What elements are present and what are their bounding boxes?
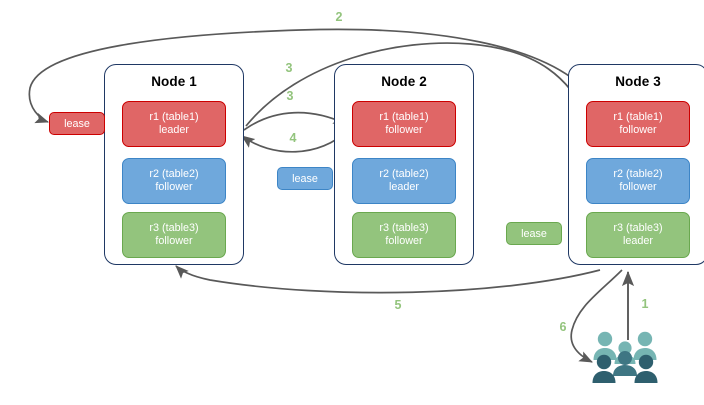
replica-n3r1[interactable]: r1 (table1) follower — [586, 101, 690, 147]
replica-role-n2r1: follower — [385, 124, 423, 136]
node-title-node1: Node 1 — [151, 74, 197, 89]
step-label-3b: 3 — [286, 89, 294, 103]
step-label-4: 4 — [289, 131, 297, 145]
replica-n3r3[interactable]: r3 (table3) leader — [586, 212, 690, 258]
replica-role-n1r2: follower — [155, 181, 193, 193]
node-title-node2: Node 2 — [381, 74, 427, 89]
replica-name-n1r1: r1 (table1) — [149, 110, 199, 123]
step-label-5: 5 — [394, 298, 402, 312]
step-label-1: 1 — [641, 297, 649, 311]
lease-chip-r3[interactable]: lease — [506, 222, 562, 245]
replica-n3r2[interactable]: r2 (table2) follower — [586, 158, 690, 204]
replica-role-n2r2: leader — [388, 181, 419, 193]
node-title-node3: Node 3 — [615, 74, 661, 89]
replica-name-n2r2: r2 (table2) — [379, 167, 429, 180]
edge-step-5 — [175, 265, 601, 294]
replica-n2r2[interactable]: r2 (table2) leader — [352, 158, 456, 204]
replica-n2r1[interactable]: r1 (table1) follower — [352, 101, 456, 147]
edge-step-3-node2 — [243, 111, 347, 131]
replica-name-n3r1: r1 (table1) — [613, 110, 663, 123]
lease-label-r1: lease — [64, 117, 90, 130]
replica-n2r3[interactable]: r3 (table3) follower — [352, 212, 456, 258]
lease-chip-r1[interactable]: lease — [49, 112, 105, 135]
lease-chip-r2[interactable]: lease — [277, 167, 333, 190]
replica-name-n2r3: r3 (table3) — [379, 221, 429, 234]
replica-role-n1r1: leader — [158, 124, 189, 136]
replica-name-n2r1: r1 (table1) — [379, 110, 429, 123]
replica-name-n3r3: r3 (table3) — [613, 221, 663, 234]
replica-role-n2r3: follower — [385, 235, 423, 247]
users-icon — [592, 331, 658, 383]
step-label-6: 6 — [559, 320, 567, 334]
replica-role-n3r2: follower — [619, 181, 657, 193]
replica-role-n1r3: follower — [155, 235, 193, 247]
replica-n1r1[interactable]: r1 (table1) leader — [122, 101, 226, 147]
lease-label-r3: lease — [521, 227, 547, 240]
replica-name-n1r2: r2 (table2) — [149, 167, 199, 180]
replica-n1r3[interactable]: r3 (table3) follower — [122, 212, 226, 258]
replica-role-n3r3: leader — [622, 235, 653, 247]
lease-label-r2: lease — [292, 172, 318, 185]
step-label-2: 2 — [335, 10, 343, 24]
replica-name-n3r2: r2 (table2) — [613, 167, 663, 180]
replica-role-n3r1: follower — [619, 124, 657, 136]
replica-name-n1r3: r3 (table3) — [149, 221, 199, 234]
replica-n1r2[interactable]: r2 (table2) follower — [122, 158, 226, 204]
step-label-3a: 3 — [285, 61, 293, 75]
